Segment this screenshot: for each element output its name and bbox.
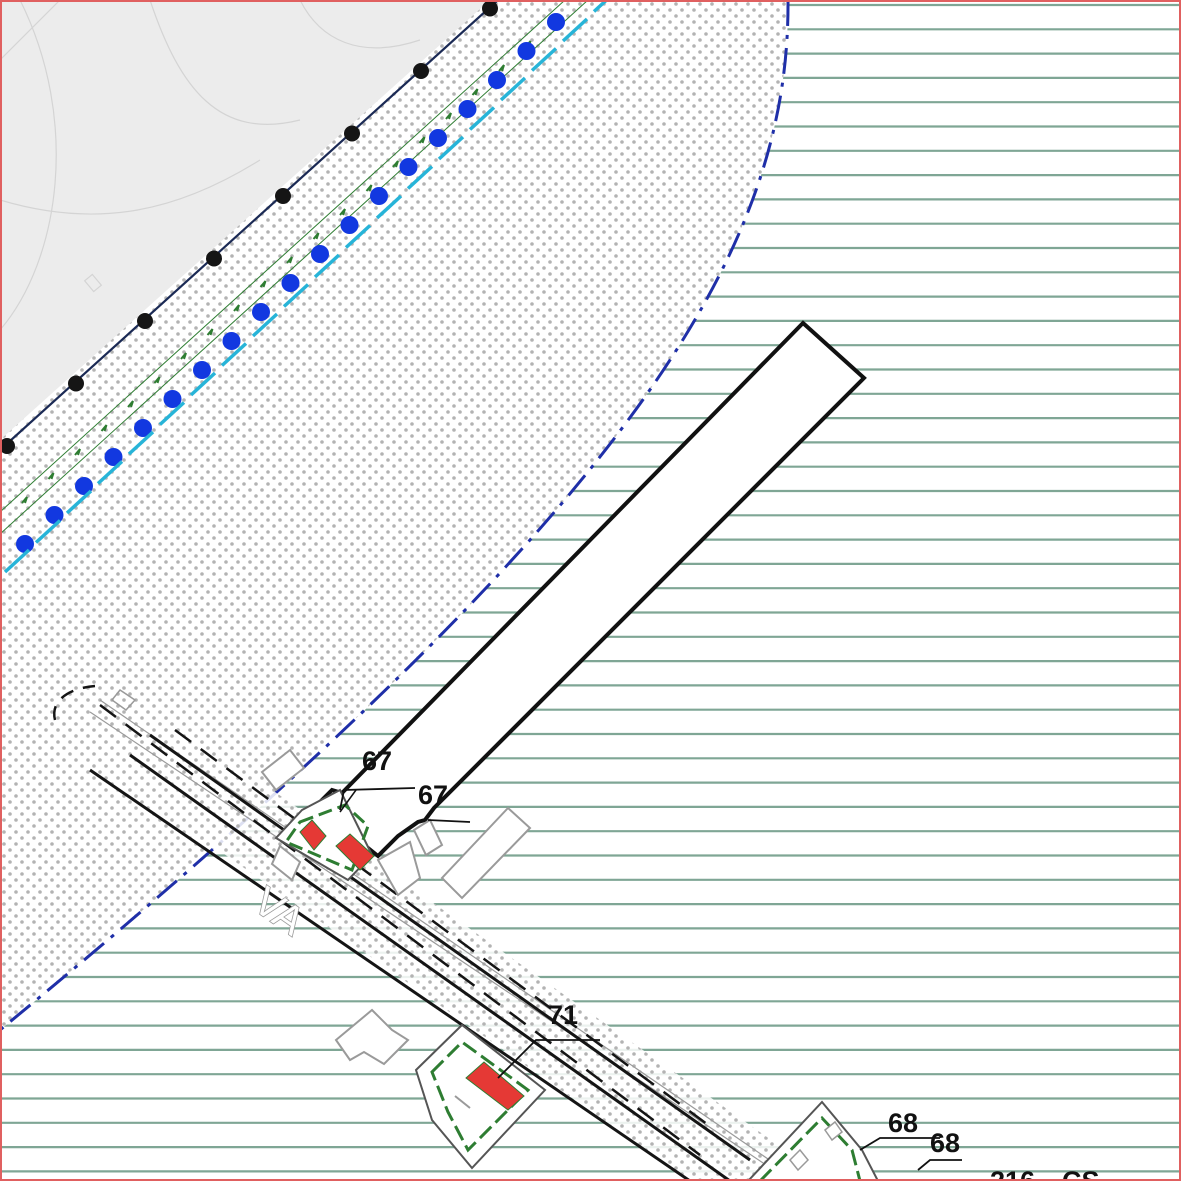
green-tick (233, 304, 240, 312)
cyan-dash (437, 135, 465, 161)
green-parallel-line-2 (0, 0, 589, 535)
blue-marker (193, 361, 211, 379)
green-tick (339, 208, 346, 216)
green-tick (153, 376, 161, 384)
cyan-dash (313, 253, 341, 279)
blue-marker (458, 100, 477, 118)
blue-marker-series (16, 13, 565, 553)
cyan-dash (96, 460, 124, 485)
cyan-dash (344, 224, 372, 249)
parcel-68-group[interactable] (747, 1100, 962, 1181)
cyan-dash (65, 489, 93, 515)
label-216: 216 (990, 1166, 1035, 1181)
cyan-dash (530, 47, 558, 72)
blue-marker (370, 187, 388, 205)
cyan-dash (282, 283, 310, 308)
urban-area (0, 0, 490, 440)
black-marker (0, 438, 15, 454)
green-tick (365, 184, 373, 192)
green-tick (100, 424, 108, 432)
building-outlines (260, 748, 532, 1066)
green-tick (74, 448, 81, 456)
cyan-dash (499, 76, 527, 102)
urban-area-faint-lines (0, 0, 421, 331)
green-tick (312, 232, 320, 240)
green-tick (445, 112, 452, 120)
cyan-dash (3, 548, 31, 574)
blue-marker (75, 477, 93, 495)
label-67-a: 67 (362, 746, 392, 776)
green-tick (418, 136, 426, 144)
green-tick (21, 496, 28, 504)
black-marker (137, 313, 153, 329)
blue-marker (429, 129, 447, 147)
cyan-dash (251, 312, 279, 338)
cyan-dash (127, 430, 155, 456)
road-corridor (37, 657, 801, 1181)
cyan-dash (406, 165, 434, 190)
green-tick (127, 400, 134, 408)
cyan-dash (189, 371, 217, 397)
blue-marker (252, 303, 270, 321)
green-tick (471, 88, 479, 96)
long-parcel-outline[interactable] (313, 320, 867, 859)
green-parallel-line-1 (0, 0, 566, 513)
label-68-b: 68 (930, 1128, 960, 1158)
blue-marker (311, 245, 329, 263)
blue-marker (163, 390, 182, 408)
cyan-dash (468, 106, 496, 131)
green-tick (206, 328, 214, 336)
black-marker (344, 125, 360, 142)
blue-marker (104, 448, 123, 466)
cyan-dash (158, 401, 186, 426)
blue-marker (399, 158, 418, 176)
label-68-a: 68 (888, 1108, 918, 1138)
green-tick (259, 280, 267, 288)
green-tick (180, 352, 187, 360)
black-marker-series (0, 0, 498, 454)
black-marker (482, 0, 498, 17)
label-67-b: 67 (418, 780, 448, 810)
green-tick (286, 256, 293, 264)
black-marker (68, 375, 84, 392)
blue-marker (222, 332, 241, 350)
label-cs: CS (1062, 1166, 1100, 1181)
blue-marker (134, 419, 152, 437)
cyan-dash (561, 17, 589, 43)
cyan-dash (220, 342, 248, 367)
blue-marker (340, 216, 359, 234)
black-marker (413, 63, 429, 79)
parcel-67-group[interactable] (274, 787, 471, 882)
cyan-dash (34, 519, 62, 544)
cyan-dash-series (3, 0, 610, 574)
green-tick (392, 160, 399, 168)
blue-marker (488, 71, 506, 89)
parcel-71-group[interactable] (414, 1023, 600, 1170)
blue-marker (547, 13, 565, 31)
blue-marker (517, 42, 536, 60)
black-marker (206, 250, 222, 267)
cyan-dash (375, 194, 403, 220)
blue-marker (45, 506, 64, 524)
black-marker (275, 188, 291, 204)
blue-marker (16, 535, 34, 553)
label-71: 71 (548, 1000, 578, 1030)
green-tick (498, 64, 505, 72)
blue-marker (281, 274, 300, 292)
green-tick (47, 472, 55, 480)
